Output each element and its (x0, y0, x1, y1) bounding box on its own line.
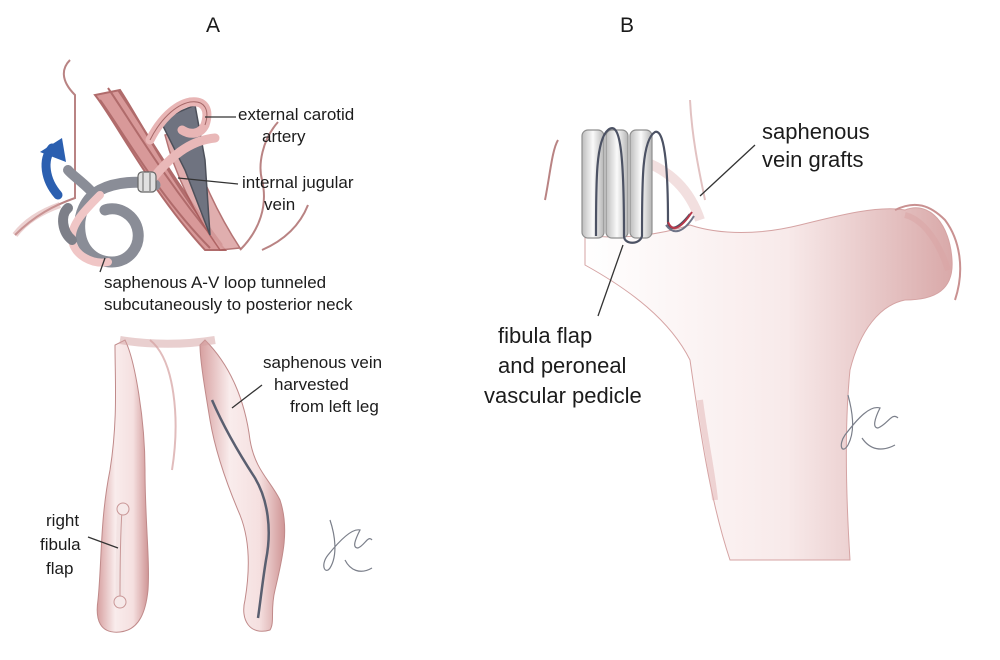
panel-label-b: B (620, 14, 635, 37)
legs-drawing (96, 336, 286, 633)
artist-signature-icon-b (840, 394, 899, 450)
back-leader-lines (597, 144, 756, 317)
label-fibula-line2: fibula (40, 535, 81, 554)
label-pedicle-line3: vascular pedicle (484, 383, 642, 408)
fibula-flap-graft (581, 127, 695, 244)
label-pedicle-line2: and peroneal (498, 353, 627, 378)
curved-arrow-icon (40, 138, 66, 200)
label-fibula-line1: right (46, 511, 80, 530)
label-pedicle-line1: fibula flap (498, 323, 593, 348)
leg-leader-lines (87, 384, 263, 549)
artist-signature-icon (323, 519, 373, 572)
label-grafts-line2: vein grafts (762, 147, 864, 172)
label-internal-jugular-line2: vein (264, 195, 296, 214)
label-external-carotid-line2: artery (262, 127, 306, 146)
label-fibula-line3: flap (46, 559, 74, 578)
label-loop-line1: saphenous A-V loop tunneled (104, 273, 327, 292)
label-saphenous-vein-line2: harvested (274, 375, 349, 394)
label-loop-line2: subcutaneously to posterior neck (104, 295, 353, 314)
label-internal-jugular-line1: internal jugular (242, 173, 354, 192)
label-grafts-line1: saphenous (762, 119, 870, 144)
panel-label-a: A (206, 14, 221, 37)
neck-leader-lines (99, 116, 239, 273)
label-saphenous-vein-line1: saphenous vein (263, 353, 383, 372)
back-drawing (544, 99, 962, 561)
label-external-carotid-line1: external carotid (238, 105, 355, 124)
label-saphenous-vein-line3: from left leg (290, 397, 379, 416)
neck-dissection-drawing (12, 59, 309, 268)
